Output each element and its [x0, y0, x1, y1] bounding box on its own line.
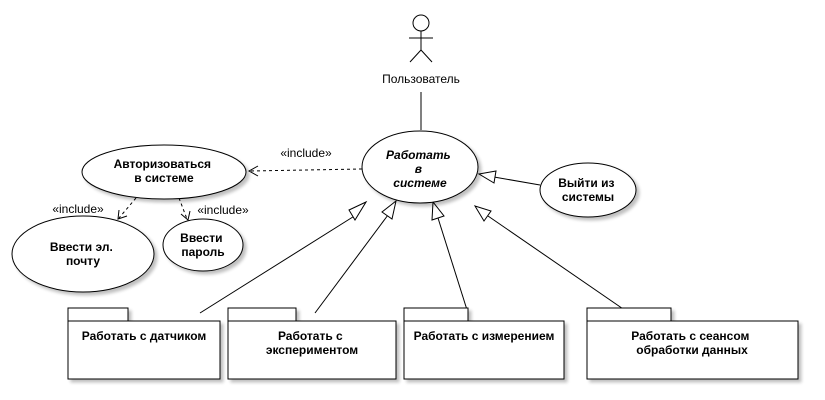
use-case-password[interactable]	[162, 218, 244, 272]
package-sensor-label: Работать с датчиком	[82, 329, 207, 343]
stereotype-auth-email: «include»	[52, 202, 104, 216]
include-auth-password	[178, 197, 191, 221]
use-case-auth-label: Авторизоваться в системе	[114, 157, 215, 185]
use-case-main[interactable]	[361, 130, 479, 204]
use-case-logout[interactable]	[539, 162, 637, 218]
generalization-pkg1-main	[199, 200, 368, 314]
generalization-pkg4-main	[473, 205, 630, 314]
use-case-auth[interactable]	[81, 144, 247, 200]
package-processing-session-label: Работать с сеансом обработки данных	[631, 329, 752, 357]
stereotype-main-auth: «include»	[280, 146, 332, 160]
package-sensor[interactable]	[67, 307, 221, 380]
use-case-email[interactable]	[11, 215, 155, 293]
package-measurement-label: Работать с измерением	[414, 329, 555, 343]
include-main-auth	[247, 165, 363, 177]
stereotype-auth-password: «include»	[197, 203, 249, 217]
actor-label: Пользователь	[382, 72, 460, 86]
package-experiment-label: Работать с экспериментом	[266, 329, 358, 357]
use-case-main-label: Работать в системе	[386, 148, 454, 190]
include-auth-email	[117, 197, 137, 220]
package-processing-session[interactable]	[586, 307, 799, 380]
generalization-pkg3-main	[431, 200, 469, 314]
use-case-password-label: Ввести пароль	[180, 231, 226, 259]
use-case-email-label: Ввести эл. почту	[50, 240, 116, 268]
generalization-pkg2-main	[314, 199, 397, 314]
package-experiment[interactable]	[227, 307, 397, 380]
package-measurement[interactable]	[403, 307, 565, 380]
use-case-logout-label: Выйти из системы	[558, 176, 618, 204]
actor-user[interactable]	[409, 14, 433, 63]
generalization-logout-main	[477, 170, 541, 186]
